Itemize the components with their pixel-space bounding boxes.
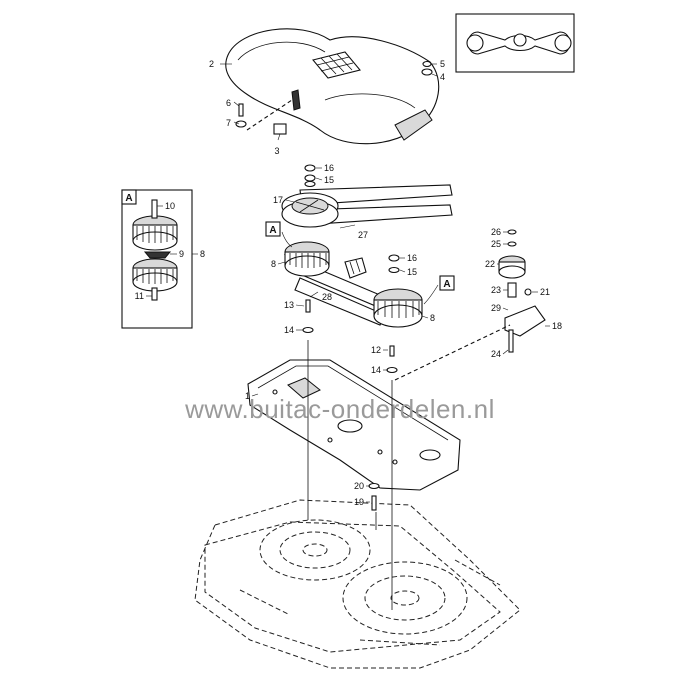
callout-labels: 2 6 7 3 5 4 16 15 17 27 8 28 16 15 8 13 … [135, 59, 562, 507]
callout-11: 11 [135, 291, 144, 301]
watermark-text: www.buitac-onderdelen.nl [184, 394, 495, 424]
callout-2: 2 [209, 59, 214, 69]
leader-lines [146, 63, 550, 503]
fasteners [235, 60, 433, 511]
callout-10: 10 [165, 201, 175, 211]
mounting-plate [247, 359, 461, 491]
callout-14-right: 14 [371, 365, 381, 375]
tensioner-assembly [498, 229, 546, 353]
callout-24: 24 [491, 349, 501, 359]
callout-8-left: 8 [271, 259, 276, 269]
main-pulley-and-drive-belt [281, 174, 453, 228]
callout-8-right: 8 [430, 313, 435, 323]
callout-29: 29 [491, 303, 501, 313]
callout-5: 5 [440, 59, 445, 69]
callout-15: 15 [324, 175, 334, 185]
callout-9: 9 [179, 249, 184, 259]
callout-19: 19 [354, 497, 364, 507]
callout-28: 28 [322, 292, 332, 302]
svg-text:A: A [269, 225, 276, 236]
callout-22: 22 [485, 259, 495, 269]
detail-box-a: A [121, 189, 193, 329]
callout-17: 17 [273, 195, 283, 205]
callout-12: 12 [371, 345, 381, 355]
callout-18: 18 [552, 321, 562, 331]
callout-4: 4 [440, 72, 445, 82]
callout-15-lower: 15 [407, 267, 417, 277]
callout-23: 23 [491, 285, 501, 295]
callout-13: 13 [284, 300, 294, 310]
callout-16-upper: 16 [324, 163, 334, 173]
cover-vent-grille [312, 51, 361, 79]
detail-tag-right: A [439, 275, 455, 291]
callout-21: 21 [540, 287, 550, 297]
callout-1: 1 [245, 391, 250, 401]
callout-27: 27 [358, 230, 368, 240]
callout-14-left: 14 [284, 325, 294, 335]
belt-routing-inset [455, 13, 575, 73]
callout-8-box: 8 [200, 249, 205, 259]
callout-6: 6 [226, 98, 231, 108]
callout-25: 25 [491, 239, 501, 249]
belt-cover [225, 28, 440, 145]
detail-tag-upper: A [265, 221, 281, 237]
callout-3: 3 [274, 146, 279, 156]
mower-deck-outline [194, 499, 521, 669]
assembly-lines [246, 99, 511, 610]
callout-20: 20 [354, 481, 364, 491]
callout-16-lower: 16 [407, 253, 417, 263]
callout-26: 26 [491, 227, 501, 237]
timing-belt-assembly [284, 241, 423, 328]
callout-7: 7 [226, 118, 231, 128]
svg-text:A: A [443, 279, 450, 290]
detail-tag-a: A [125, 193, 132, 204]
